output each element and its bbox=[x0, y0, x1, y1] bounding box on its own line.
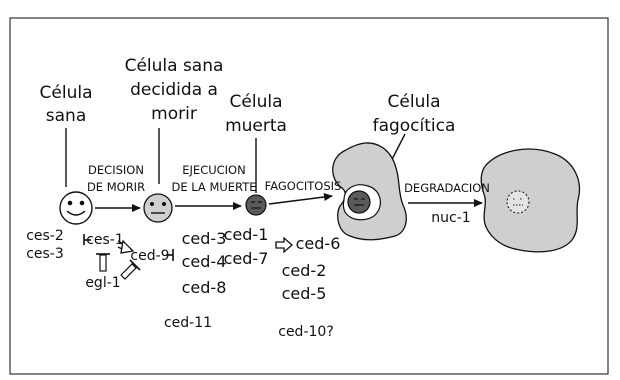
svg-text:DE LA MUERTE: DE LA MUERTE bbox=[171, 180, 256, 194]
svg-text:muerta: muerta bbox=[225, 116, 287, 136]
svg-text:Célula: Célula bbox=[230, 92, 283, 112]
stage-title-celula-muerta: Célula muerta bbox=[225, 92, 287, 136]
gene-egl-1: egl-1 bbox=[85, 275, 120, 291]
svg-text:decidida a: decidida a bbox=[130, 80, 218, 100]
phagocytic-cell-icon bbox=[333, 143, 407, 240]
svg-text:Célula: Célula bbox=[388, 92, 441, 112]
process-label-degradacion: DEGRADACION bbox=[404, 181, 490, 195]
gene-ced-1: ced-1 bbox=[224, 225, 269, 244]
dead-cell-icon bbox=[246, 195, 266, 215]
smiley-cell-icon bbox=[60, 192, 92, 224]
stage-title-celula-sana: Célula sana bbox=[40, 83, 93, 126]
gene-ces-2: ces-2 bbox=[26, 228, 64, 244]
gene-ced-10: ced-10? bbox=[278, 324, 334, 340]
gene-ced-8: ced-8 bbox=[182, 278, 227, 297]
svg-text:DECISION: DECISION bbox=[88, 163, 144, 177]
gene-ced-4: ced-4 bbox=[182, 252, 227, 271]
svg-text:morir: morir bbox=[151, 104, 197, 124]
stage-title-celula-fagocitica: Célula fagocítica bbox=[373, 92, 456, 136]
process-label-decision: DECISION DE MORIR bbox=[87, 163, 145, 194]
degraded-phagocyte-icon bbox=[481, 149, 579, 252]
gene-ces-1: ces-1 bbox=[86, 232, 124, 248]
svg-text:EJECUCION: EJECUCION bbox=[182, 163, 245, 177]
gene-ces-3: ces-3 bbox=[26, 246, 64, 262]
stage-title-celula-decidida: Célula sana decidida a morir bbox=[125, 56, 224, 124]
gene-ced-9: ced-9 bbox=[130, 248, 169, 264]
gene-ced-5: ced-5 bbox=[282, 284, 327, 303]
open-arrow-ced-6-icon bbox=[276, 238, 292, 252]
process-label-ejecucion: EJECUCION DE LA MUERTE bbox=[171, 163, 256, 194]
arrow-fagocitosis bbox=[269, 196, 332, 204]
inhibit-egl1-on-ces1-icon bbox=[96, 254, 110, 271]
gene-ced-11: ced-11 bbox=[164, 315, 212, 331]
neutral-cell-icon bbox=[144, 194, 172, 222]
gene-ced-6: ced-6 bbox=[296, 234, 341, 253]
svg-text:sana: sana bbox=[46, 106, 86, 126]
gene-ced-2: ced-2 bbox=[282, 261, 327, 280]
gene-nuc-1: nuc-1 bbox=[431, 210, 470, 226]
gene-ced-3: ced-3 bbox=[182, 229, 227, 248]
svg-text:Célula: Célula bbox=[40, 83, 93, 103]
svg-text:DE MORIR: DE MORIR bbox=[87, 180, 145, 194]
gene-ced-7: ced-7 bbox=[224, 249, 269, 268]
svg-text:Célula sana: Célula sana bbox=[125, 56, 224, 76]
process-label-fagocitosis: FAGOCITOSIS bbox=[265, 179, 342, 193]
svg-text:fagocítica: fagocítica bbox=[373, 116, 456, 136]
